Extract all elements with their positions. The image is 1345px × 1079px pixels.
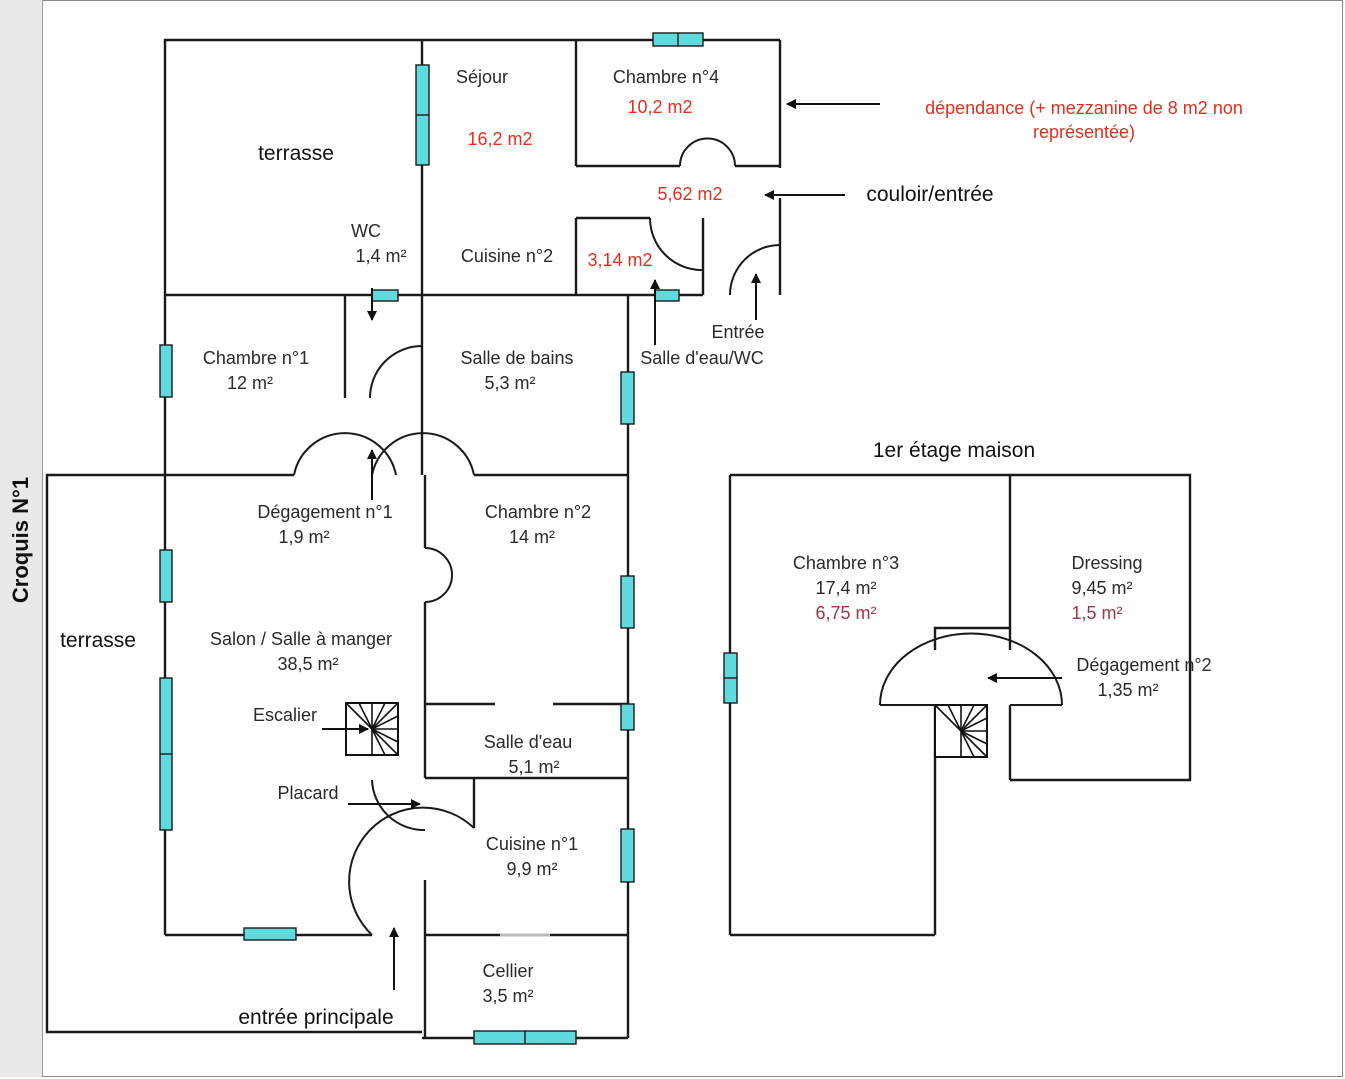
label-escalier: Escalier	[253, 705, 317, 725]
label-cellier: Cellier	[482, 961, 533, 981]
doors	[293, 137, 1063, 936]
label-salon-area: 38,5 m²	[277, 654, 338, 674]
label-salle-eau-wc: Salle d'eau/WC	[640, 348, 764, 368]
label-salon: Salon / Salle à manger	[210, 629, 392, 649]
sidebar: Croquis N°1	[0, 0, 43, 1077]
label-dependance-line2: représentée)	[1033, 122, 1135, 142]
walls	[45, 38, 1192, 1040]
label-chambre2: Chambre n°2	[485, 502, 591, 522]
label-sdb: Salle de bains	[460, 348, 573, 368]
label-degagement1-area: 1,9 m²	[278, 527, 329, 547]
label-chambre1: Chambre n°1	[203, 348, 309, 368]
label-chambre3-area: 17,4 m²	[815, 578, 876, 598]
label-sejour: Séjour	[456, 67, 508, 87]
stair-icon-upper	[934, 704, 988, 758]
label-cellier-area: 3,5 m²	[482, 986, 533, 1006]
label-couloir: couloir/entrée	[866, 183, 993, 206]
label-couloir-area: 5,62 m2	[657, 184, 722, 204]
label-cuisine1: Cuisine n°1	[486, 834, 578, 854]
label-dressing-area2: 1,5 m²	[1071, 603, 1122, 623]
label-salle-eau-area: 5,1 m²	[508, 757, 559, 777]
label-degagement2: Dégagement n°2	[1076, 655, 1211, 675]
label-salle-eau: Salle d'eau	[484, 732, 573, 752]
label-terrasse-top: terrasse	[258, 142, 334, 165]
label-dressing-area: 9,45 m²	[1071, 578, 1132, 598]
labels: terrasse terrasse Séjour 16,2 m2 Chambre…	[60, 67, 1243, 1029]
label-wc: WC	[351, 221, 381, 241]
arrows	[322, 99, 1062, 990]
label-dressing: Dressing	[1071, 553, 1142, 573]
label-chambre3-area2: 6,75 m²	[815, 603, 876, 623]
windows	[159, 32, 738, 1045]
label-degagement1: Dégagement n°1	[257, 502, 392, 522]
label-dependance-line1: dépendance (+ mezzanine de 8 m2 non	[925, 98, 1243, 118]
label-wc-area: 1,4 m²	[355, 246, 406, 266]
label-sdb-area: 5,3 m²	[484, 373, 535, 393]
label-entree: Entrée	[711, 322, 764, 342]
label-chambre4-area: 10,2 m2	[627, 97, 692, 117]
label-chambre3: Chambre n°3	[793, 553, 899, 573]
label-sejour-area: 16,2 m2	[467, 129, 532, 149]
label-cuisine2-area: 3,14 m2	[587, 250, 652, 270]
label-cuisine1-area: 9,9 m²	[506, 859, 557, 879]
label-placard: Placard	[277, 783, 338, 803]
label-chambre4: Chambre n°4	[613, 67, 719, 87]
label-cuisine2: Cuisine n°2	[461, 246, 553, 266]
label-entree-principale: entrée principale	[238, 1006, 393, 1029]
label-etage: 1er étage maison	[873, 439, 1035, 462]
label-chambre2-area: 14 m²	[509, 527, 555, 547]
label-degagement2-area: 1,35 m²	[1097, 680, 1158, 700]
label-terrasse-left: terrasse	[60, 629, 136, 652]
label-chambre1-area: 12 m²	[227, 373, 273, 393]
